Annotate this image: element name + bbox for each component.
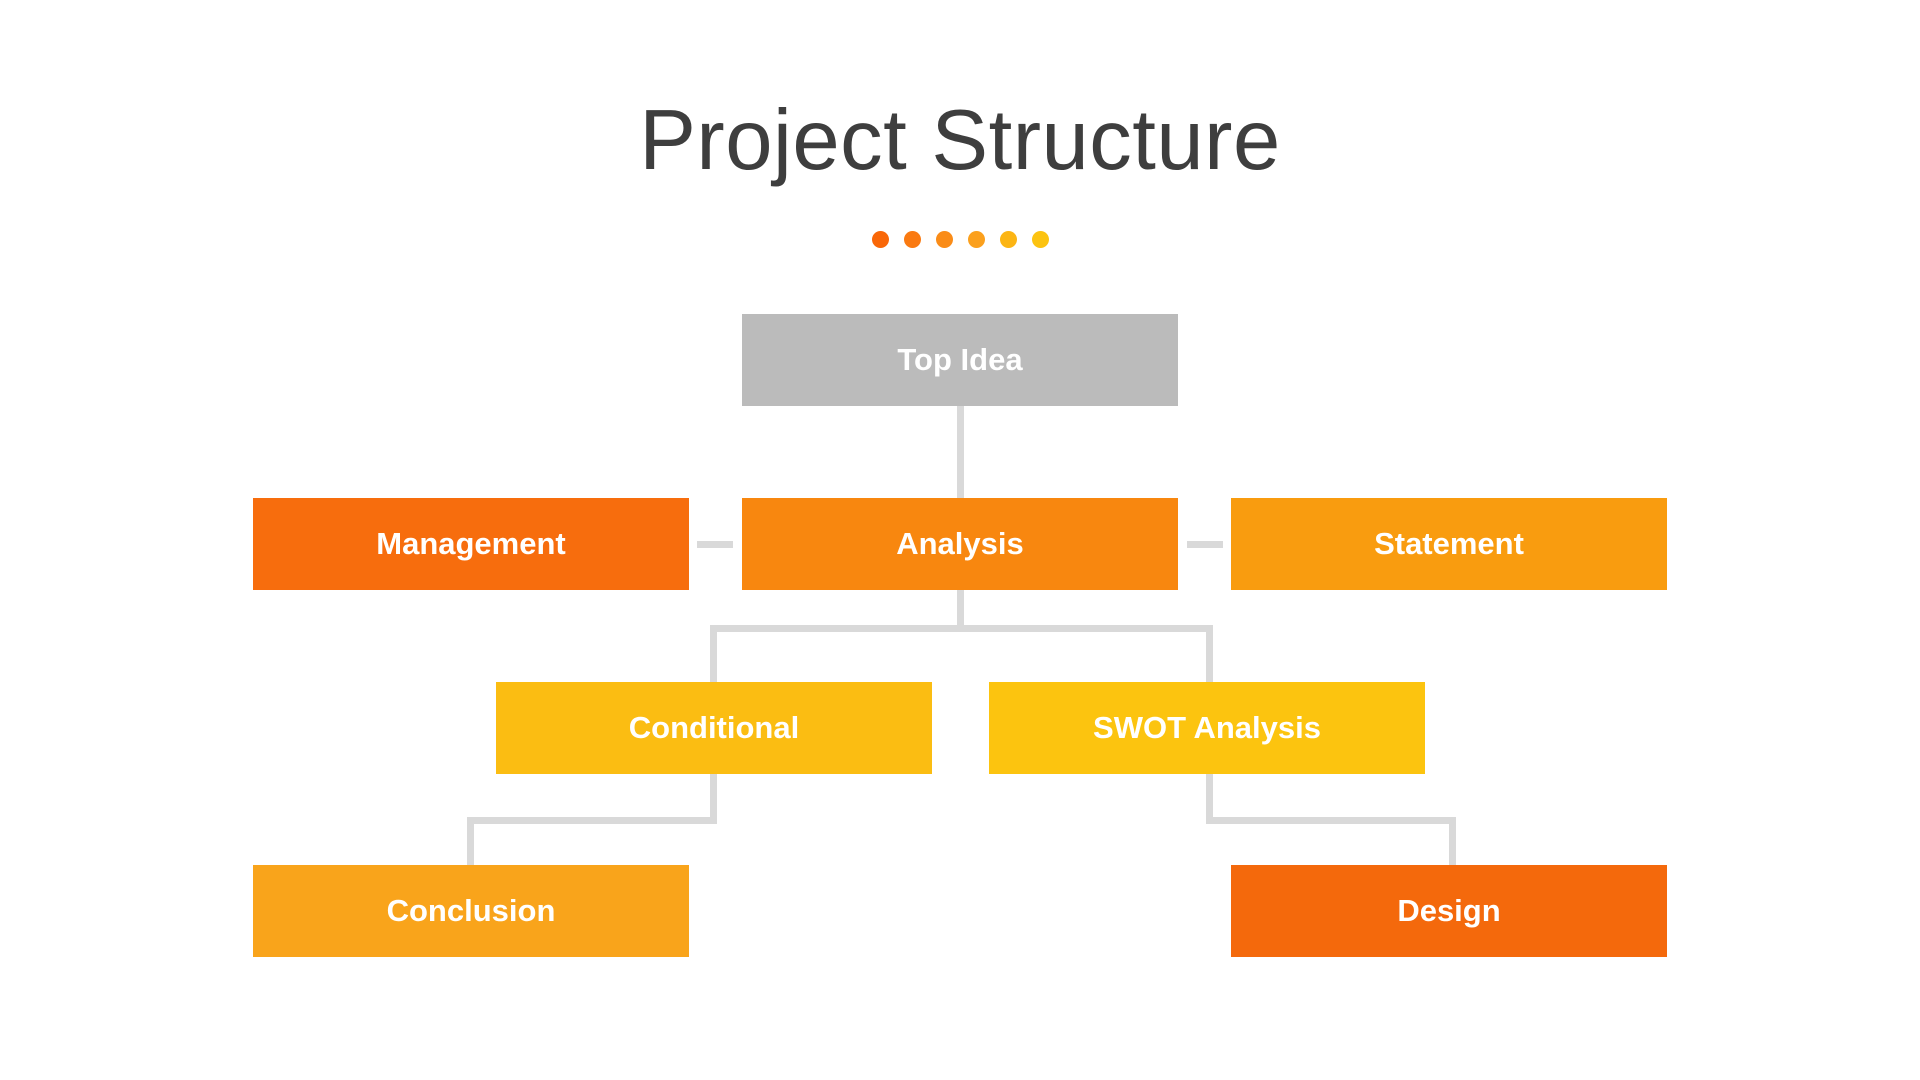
node-design: Design [1231,865,1667,957]
connector-drop-swot [1206,625,1213,682]
node-design-label: Design [1397,893,1501,928]
connector-drop-conditional [710,625,717,682]
page-title: Project Structure [639,93,1281,188]
node-conclusion-label: Conclusion [386,893,556,928]
node-statement: Statement [1231,498,1667,590]
connector-split-bar [710,625,1213,632]
connector-swot-stub [1206,774,1213,824]
node-swot-analysis: SWOT Analysis [989,682,1425,774]
title-accent-dots [0,231,1920,248]
node-conditional-label: Conditional [628,710,800,745]
accent-dot-2 [903,231,921,248]
node-top-idea-label: Top Idea [897,342,1023,377]
connector-analysis-stub [957,590,964,632]
accent-dot-3 [935,231,953,248]
connector-topidea-analysis [957,406,964,498]
accent-dot-4 [967,231,985,248]
connector-design-drop [1449,817,1456,865]
connector-conclusion-horizontal [467,817,717,824]
node-management-label: Management [376,526,566,561]
accent-dot-1 [871,231,889,248]
connector-conclusion-drop [467,817,474,865]
node-swot-analysis-label: SWOT Analysis [1093,710,1321,745]
node-conclusion: Conclusion [253,865,689,957]
connector-analysis-statement [1187,541,1223,548]
node-analysis: Analysis [742,498,1178,590]
accent-dot-5 [999,231,1017,248]
node-analysis-label: Analysis [896,526,1024,561]
accent-dot-6 [1031,231,1049,248]
connector-conditional-stub [710,774,717,824]
node-conditional: Conditional [496,682,932,774]
node-top-idea: Top Idea [742,314,1178,406]
node-management: Management [253,498,689,590]
node-statement-label: Statement [1374,526,1524,561]
connector-design-horizontal [1206,817,1456,824]
connector-management-analysis [697,541,733,548]
